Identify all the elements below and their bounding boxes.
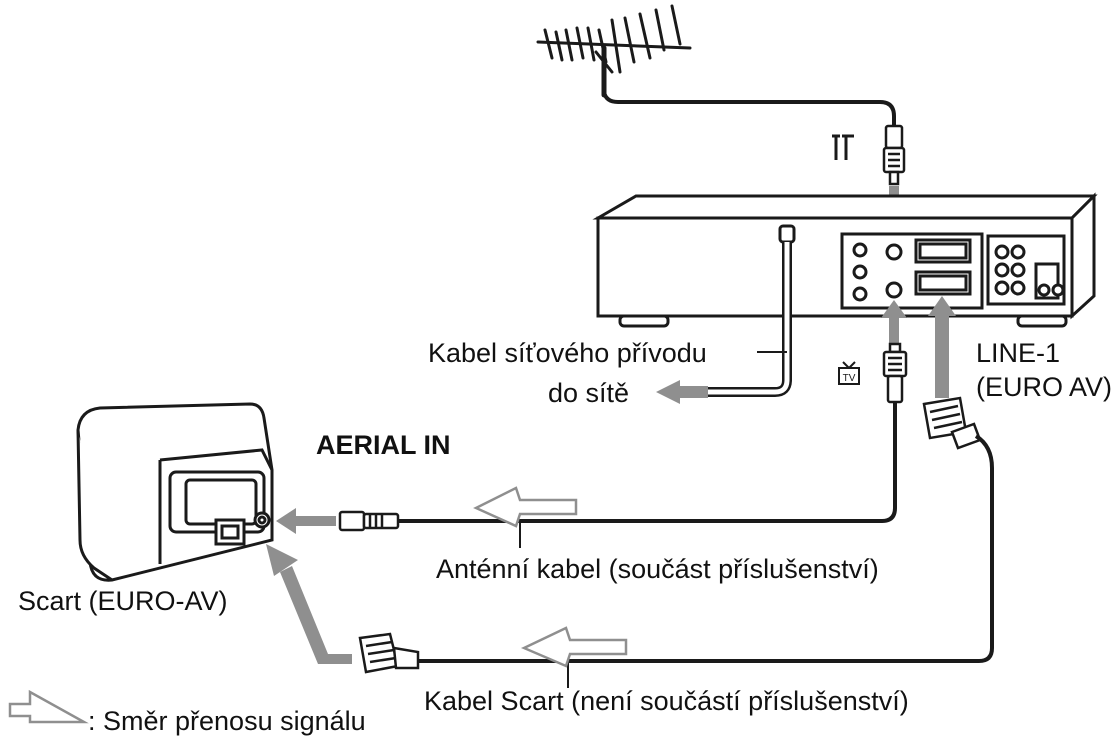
signal-arrow-out <box>881 300 907 344</box>
aerial-cable-plug-tv <box>338 510 400 532</box>
recorder-device <box>592 192 1098 328</box>
signal-direction-arrow-icon <box>8 689 89 724</box>
aerial-cable <box>398 402 897 523</box>
aerial-arrow-to-tv <box>276 508 336 534</box>
antenna-plug <box>882 124 906 186</box>
aerial-cable-plug-top <box>882 342 908 404</box>
antenna-input-symbol <box>832 134 854 160</box>
tv-device <box>76 402 274 582</box>
antenna-icon <box>536 4 692 98</box>
aerial-cable-label: Anténní kabel (součást příslušenství) <box>436 554 879 584</box>
signal-direction-arrow-scart <box>520 626 628 668</box>
svg-text:TV: TV <box>843 373 856 384</box>
scart-arrow-up <box>928 296 956 398</box>
antenna-cable <box>602 91 896 128</box>
legend-label: : Směr přenosu signálu <box>88 706 366 736</box>
signal-direction-arrow-aerial <box>473 486 578 528</box>
scart-cable-label: Kabel Scart (není součástí příslušenství… <box>424 686 909 716</box>
mains-cable-label: Kabel síťového přívodu <box>428 338 707 368</box>
aerial-in-label: AERIAL IN <box>316 430 451 460</box>
line1-label: LINE-1 <box>976 338 1061 368</box>
scart-cable <box>418 434 994 663</box>
scart-plug-tv <box>358 632 420 674</box>
mains-arrow <box>656 380 708 404</box>
scart-arrow-to-tv <box>266 544 352 664</box>
tv-output-symbol: TV <box>838 361 860 385</box>
scart-plug-recorder <box>922 396 982 450</box>
euro-av-label: (EURO AV) <box>976 372 1113 402</box>
to-mains-label: do sítě <box>548 378 630 408</box>
scart-tv-label: Scart (EURO-AV) <box>18 586 228 616</box>
